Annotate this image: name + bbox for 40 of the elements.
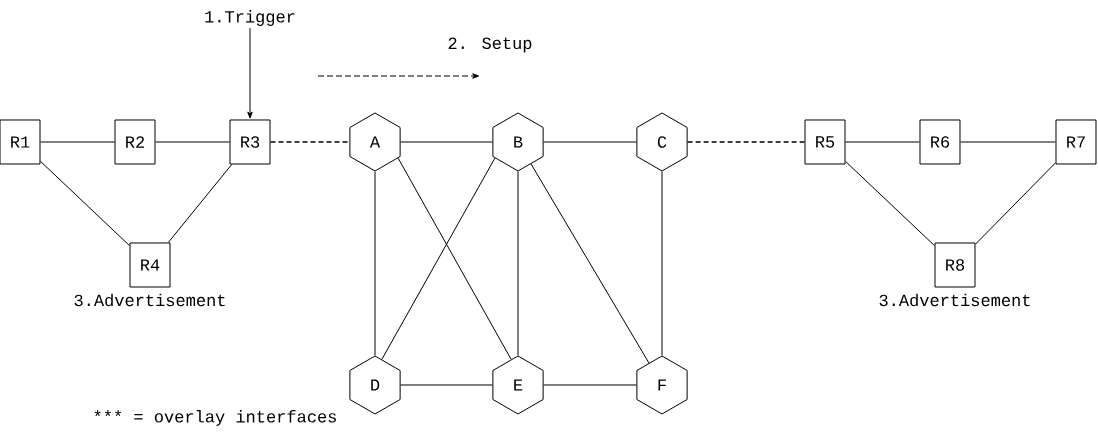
link-line [400,384,493,386]
router-box: R4 [129,242,171,288]
link-line [400,141,493,143]
link-line [975,162,1056,245]
node-hexagon: D [349,355,401,415]
note: 2. Setup [448,37,532,53]
link-line [845,141,920,143]
router-box: R8 [934,242,976,288]
router-box: R5 [804,119,846,165]
link-line [845,160,935,247]
router-box: R2 [114,119,156,165]
overlay-link [686,141,806,143]
link-line [530,163,650,364]
link-line [40,141,115,143]
note: *** = overlay interfaces [94,410,336,426]
link-line [397,157,512,360]
router-box: R7 [1055,119,1097,165]
link-line [381,157,496,360]
link-line [374,171,376,356]
node-hexagon: B [492,112,544,172]
node-label: 3.Advertisement [74,293,225,307]
link-line [167,164,233,243]
link-line [40,160,130,247]
router-box: R6 [919,119,961,165]
node-hexagon: A [349,112,401,172]
link-line [661,171,663,356]
arrow [247,27,253,119]
link-line [543,141,637,143]
router-box: R3 [229,119,271,165]
node-label: 3.Advertisement [879,293,1030,307]
router-box: R1 [0,119,41,165]
overlay-link [269,141,351,143]
link-line [517,171,519,356]
node-hexagon: E [492,355,544,415]
step-label: 1.Trigger [205,10,295,26]
link-line [155,141,230,143]
link-line [543,384,637,386]
link-line [960,141,1056,143]
node-hexagon: C [636,112,688,172]
node-hexagon: F [636,355,688,415]
